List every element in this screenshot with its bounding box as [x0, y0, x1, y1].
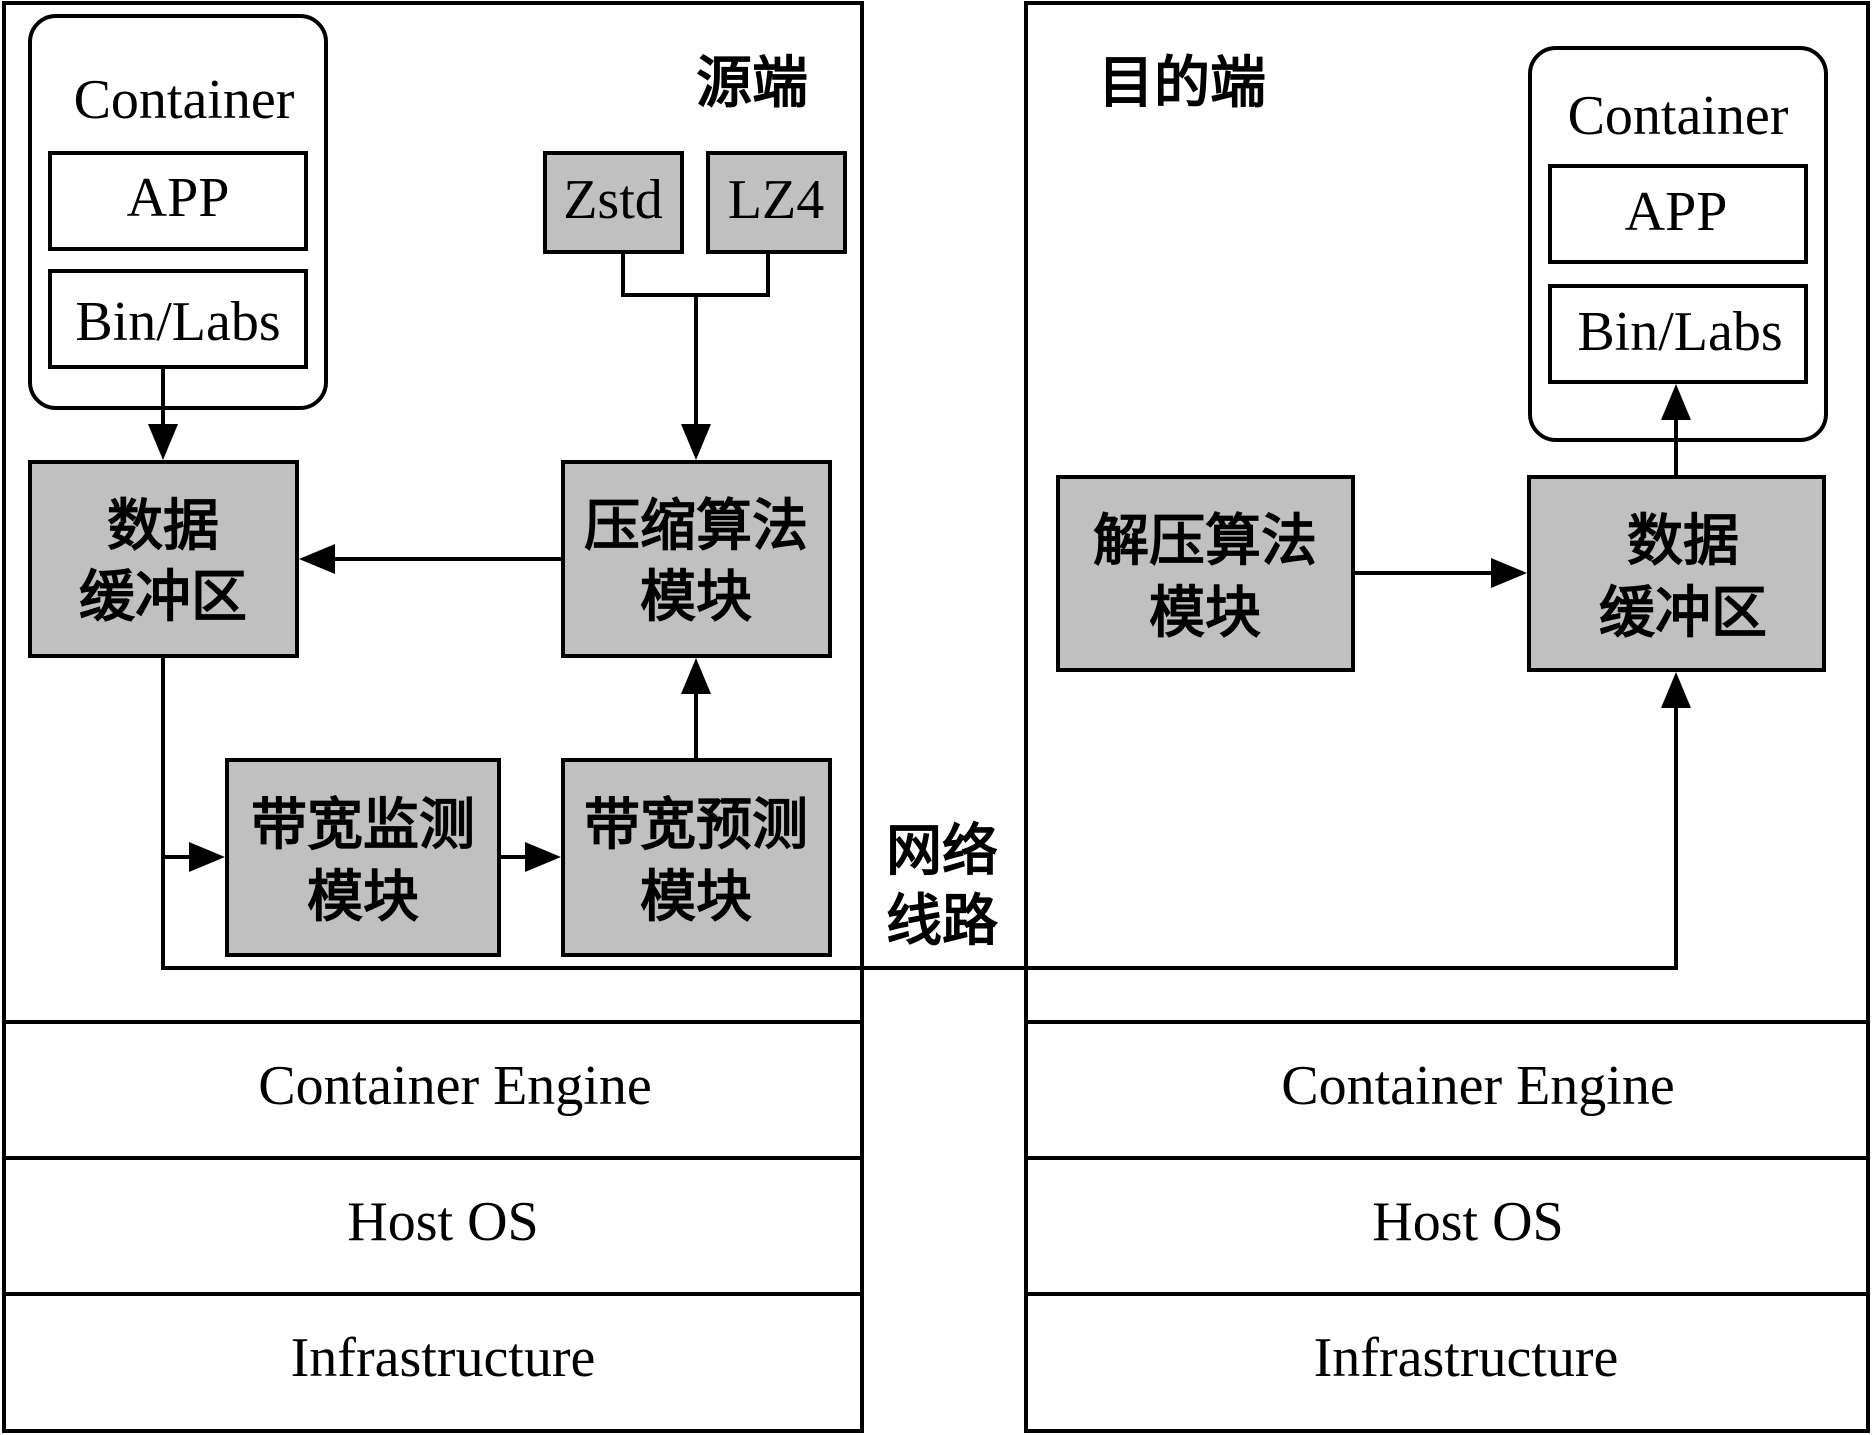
arrowhead-bin-to-buffer: [148, 424, 178, 460]
compress-label-1: 压缩算法: [584, 494, 808, 559]
dest-buffer: [1527, 475, 1826, 672]
bw-monitor-label-1: 带宽监测: [251, 793, 475, 858]
network-line: [161, 708, 1678, 970]
dest-engine-label: Container Engine: [1281, 1055, 1674, 1117]
bw-predict-module: [561, 758, 832, 957]
dest-buffer-label-2: 缓冲区: [1599, 581, 1767, 646]
connector-buffer-to-monitor: [161, 656, 189, 859]
dest-os-label: Host OS: [1372, 1191, 1563, 1253]
decompress-label-2: 模块: [1149, 581, 1261, 646]
dest-container-title: Container: [1568, 85, 1789, 147]
source-engine-label: Container Engine: [258, 1055, 651, 1117]
bw-monitor-module: [225, 758, 501, 957]
bw-predict-label-2: 模块: [640, 865, 752, 930]
source-container-title: Container: [74, 69, 295, 131]
decompress-module: [1056, 475, 1355, 672]
source-title: 源端: [696, 51, 808, 116]
compress-module: [561, 460, 832, 658]
dest-infra-label: Infrastructure: [1314, 1327, 1619, 1389]
lz4-label: LZ4: [728, 169, 824, 231]
network-label-1: 网络: [886, 819, 998, 884]
arrowhead-decompress-to-buffer: [1491, 558, 1527, 588]
dest-panel: 目的端 Container APP Bin/Labs 解压算法 模块 数据 缓冲…: [1024, 1, 1870, 1433]
decompress-label-1: 解压算法: [1093, 509, 1317, 574]
source-os-label: Host OS: [347, 1191, 538, 1253]
dest-buffer-label-1: 数据: [1627, 509, 1739, 574]
source-buffer-label-2: 缓冲区: [79, 565, 247, 630]
source-bin-label: Bin/Labs: [75, 291, 280, 353]
source-buffer-label-1: 数据: [107, 494, 219, 559]
arrowhead-compress-to-buffer: [299, 544, 335, 574]
arrowhead-buffer-to-monitor: [189, 842, 225, 872]
arrowhead-monitor-to-predict: [525, 842, 561, 872]
source-app-label: APP: [127, 167, 230, 229]
source-panel-frame: [2, 1, 864, 1433]
dest-panel-frame: [1024, 1, 1870, 1433]
network-label-2: 线路: [886, 889, 999, 954]
dest-app-label: APP: [1625, 181, 1728, 243]
lz4-box: [706, 151, 847, 254]
arrowhead-network-to-dest-buffer: [1661, 672, 1691, 708]
arrowhead-codec-to-compress: [681, 424, 711, 460]
dest-app-box: [1548, 164, 1808, 264]
arrowhead-predict-to-compress: [681, 658, 711, 694]
zstd-label: Zstd: [563, 169, 663, 231]
connectors: [148, 252, 1691, 970]
dest-bin-box: [1548, 284, 1808, 384]
arrowhead-dest-buffer-to-bin: [1661, 384, 1691, 420]
dest-title: 目的端: [1098, 51, 1266, 116]
dest-bin-label: Bin/Labs: [1577, 301, 1782, 363]
source-app-box: [48, 151, 308, 251]
bw-predict-label-1: 带宽预测: [584, 793, 808, 858]
bw-monitor-label-2: 模块: [307, 865, 419, 930]
source-infra-label: Infrastructure: [291, 1327, 596, 1389]
source-panel: 源端 Container APP Bin/Labs Zstd LZ4 压缩算法 …: [2, 1, 864, 1433]
source-bin-box: [48, 269, 308, 369]
connector-codec-bracket: [621, 252, 770, 297]
source-buffer: [28, 460, 299, 658]
compress-label-2: 模块: [640, 565, 752, 630]
zstd-box: [543, 151, 684, 254]
